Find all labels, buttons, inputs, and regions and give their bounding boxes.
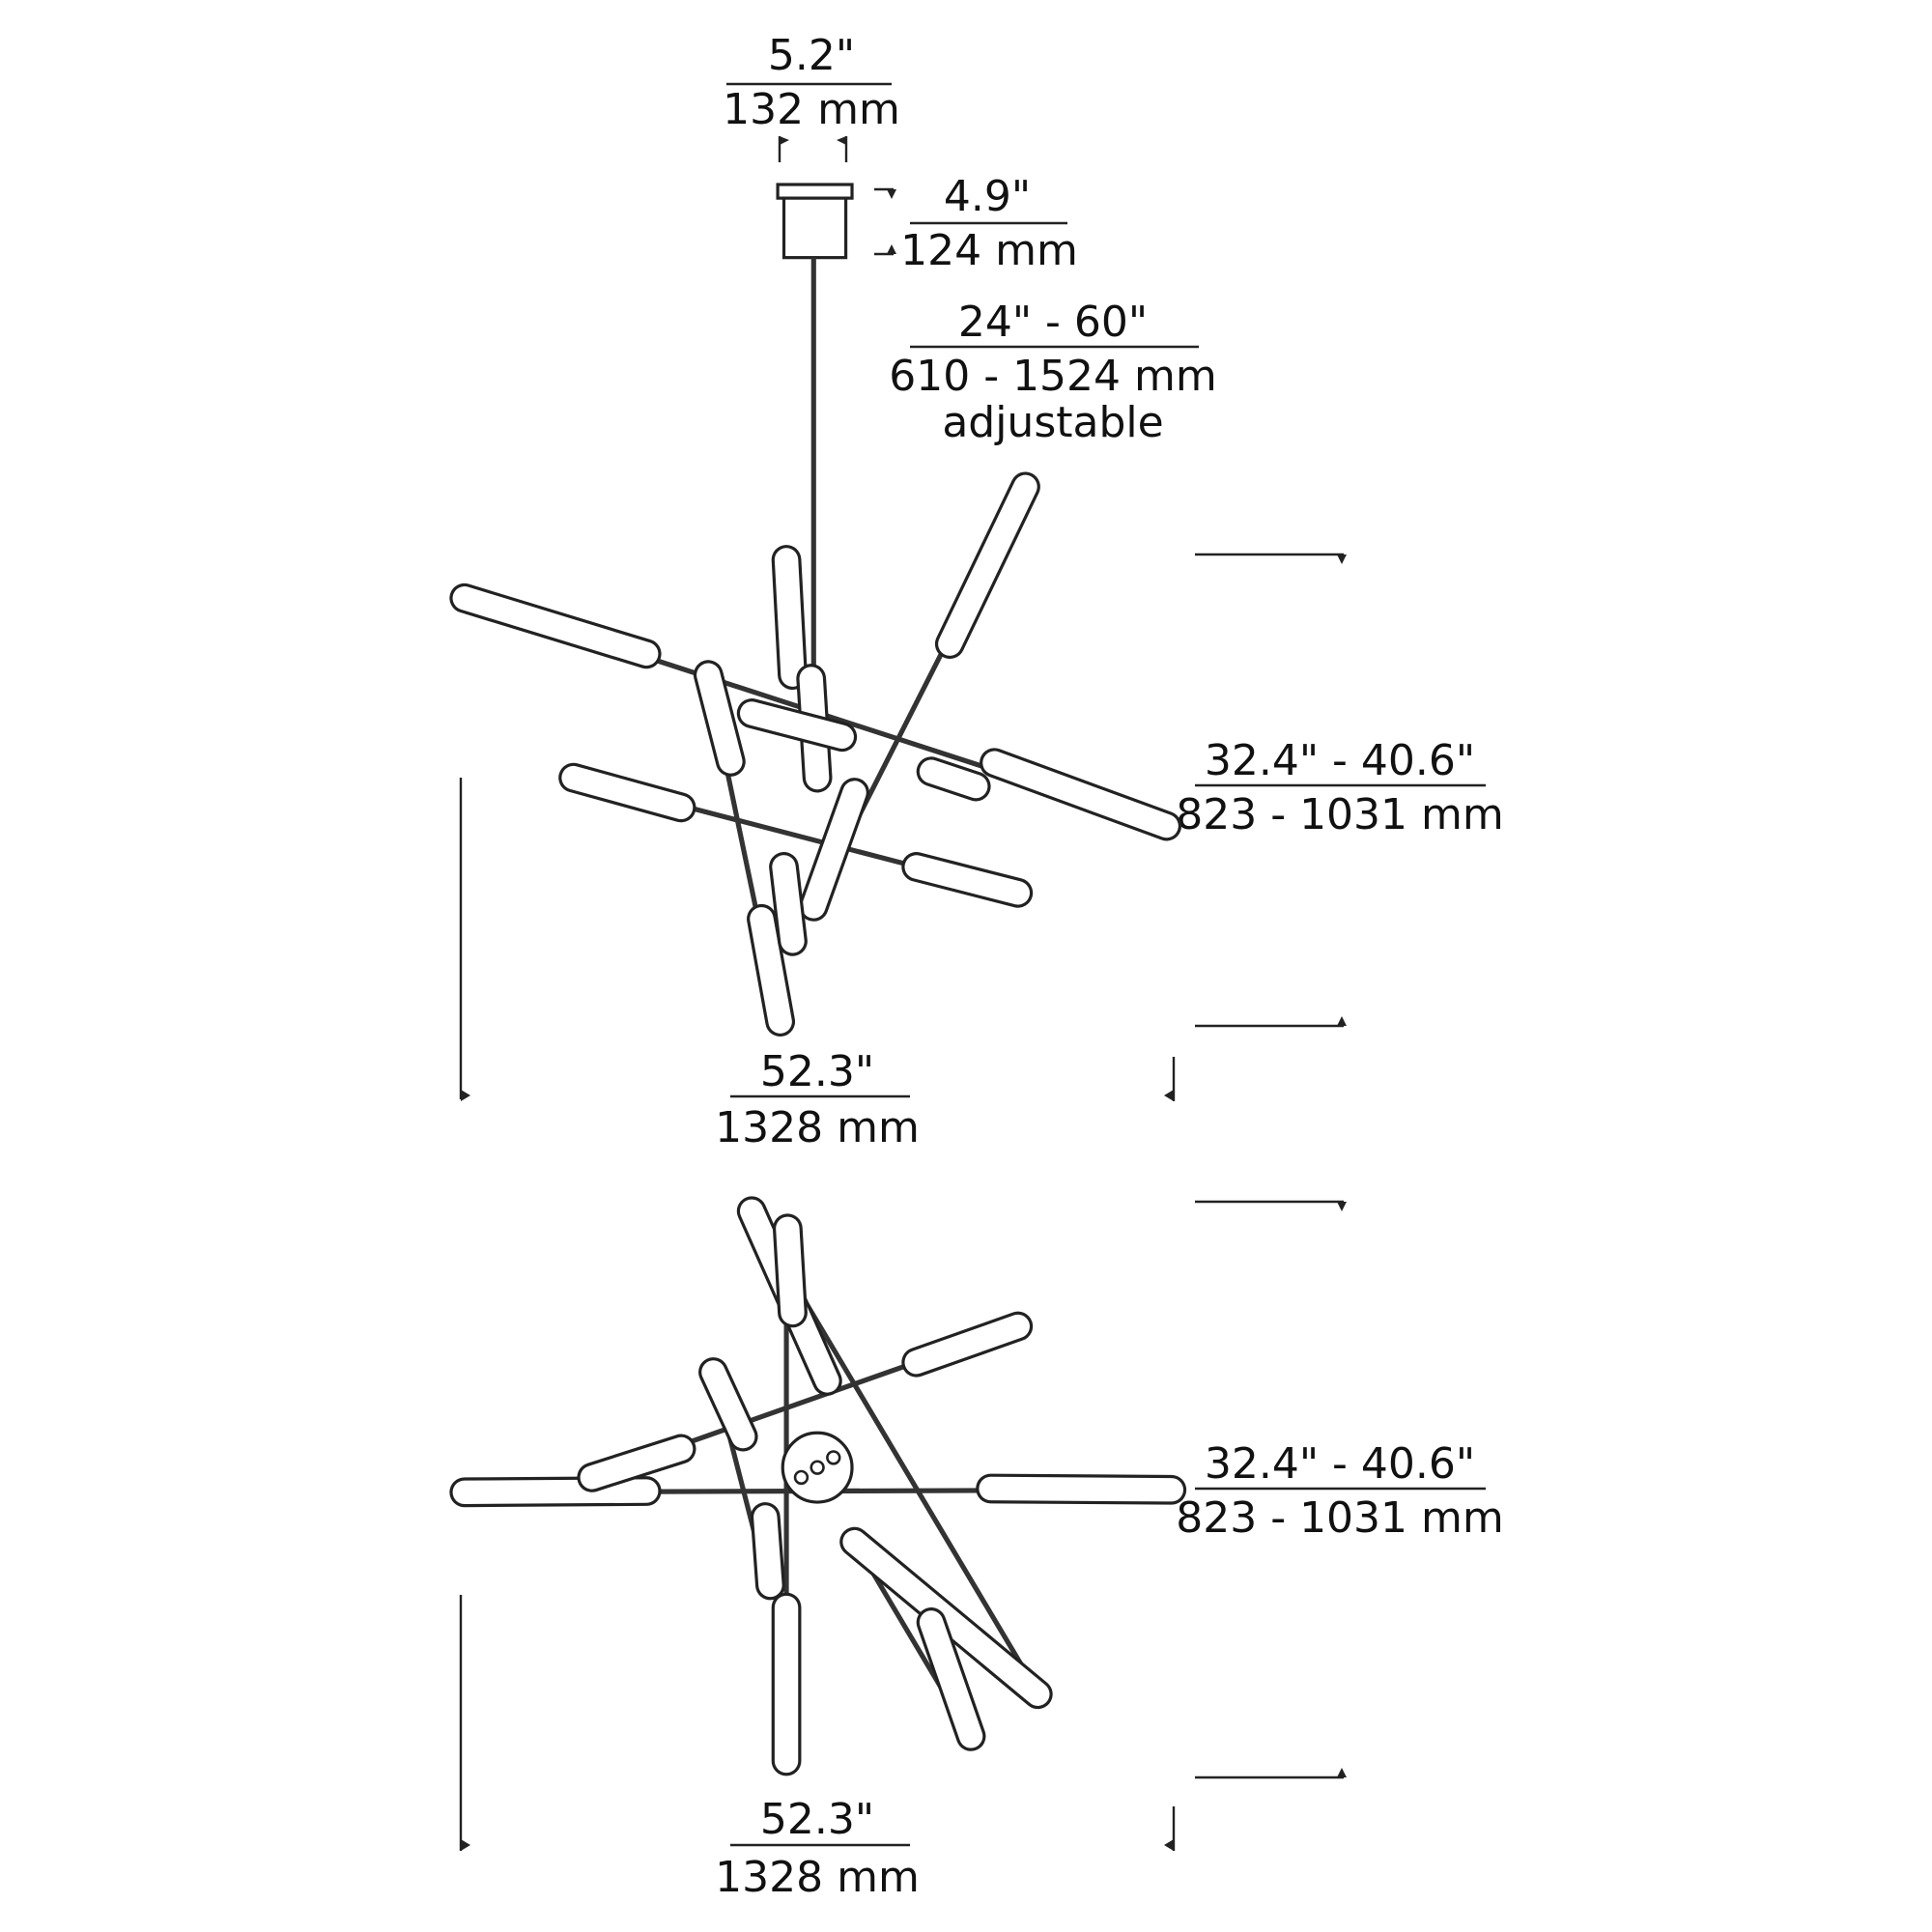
arrow-icon xyxy=(1337,1202,1347,1211)
arrow-icon xyxy=(1337,1016,1347,1026)
screw-icon xyxy=(826,1450,841,1465)
plan-depth-dimension: 32.4" - 40.6" 823 - 1031 mm xyxy=(1176,1200,1504,1779)
fixture-height-metric: 823 - 1031 mm xyxy=(1176,790,1504,839)
canopy xyxy=(776,183,854,260)
canopy-height-imperial: 4.9" xyxy=(944,172,1031,221)
arrow-icon xyxy=(837,136,846,145)
arrow-icon xyxy=(1164,1090,1174,1101)
stem-length-dimension: 24" - 60" 610 - 1524 mm adjustable xyxy=(889,298,1217,447)
fixture-width-metric: 1328 mm xyxy=(715,1103,920,1152)
canopy-height-dimension: 4.9" 124 mm xyxy=(874,172,1078,275)
arrow-icon xyxy=(461,1090,470,1101)
plan-depth-imperial: 32.4" - 40.6" xyxy=(1205,1439,1475,1489)
arrow-icon xyxy=(780,136,789,145)
arrow-icon xyxy=(461,1839,470,1851)
screw-icon xyxy=(810,1460,825,1475)
canopy-width-metric: 132 mm xyxy=(723,85,900,134)
fixture-height-imperial: 32.4" - 40.6" xyxy=(1205,736,1475,785)
stem-length-note: adjustable xyxy=(942,398,1163,447)
plan-width-dimension: 52.3" 1328 mm xyxy=(459,1595,1176,1902)
stem-length-metric: 610 - 1524 mm xyxy=(889,352,1217,401)
fixture-width-dimension: 52.3" 1328 mm xyxy=(459,778,1176,1152)
canopy-height-metric: 124 mm xyxy=(900,226,1078,275)
plan-width-metric: 1328 mm xyxy=(715,1853,920,1902)
elevation-fixture xyxy=(449,471,1182,1037)
canopy-width-dimension: 5.2" 132 mm xyxy=(723,31,900,162)
arrow-icon xyxy=(887,189,896,199)
canopy-width-imperial: 5.2" xyxy=(768,31,855,80)
arrow-icon xyxy=(1164,1839,1174,1851)
light-tube xyxy=(449,471,1182,1037)
stem-length-imperial: 24" - 60" xyxy=(958,298,1148,347)
arrow-icon xyxy=(887,244,896,254)
plan-fixture xyxy=(449,1196,1187,1776)
arrow-icon xyxy=(1337,1768,1347,1777)
plan-width-imperial: 52.3" xyxy=(760,1795,874,1844)
screw-icon xyxy=(793,1469,810,1486)
light-tube xyxy=(449,1196,1187,1776)
fixture-height-dimension: 32.4" - 40.6" 823 - 1031 mm xyxy=(1176,553,1504,1028)
plan-depth-metric: 823 - 1031 mm xyxy=(1176,1493,1504,1543)
fixture-width-imperial: 52.3" xyxy=(760,1047,874,1096)
arrow-icon xyxy=(1337,554,1347,564)
